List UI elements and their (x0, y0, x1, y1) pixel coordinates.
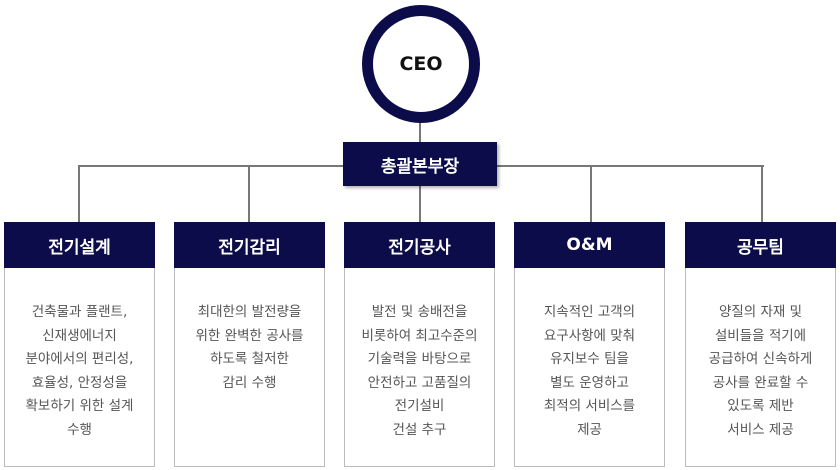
department-admin: 공무팀 양질의 자재 및 설비들을 적기에 공급하여 신속하게 공사를 완료할 … (685, 222, 836, 467)
department-title: 전기설계 (4, 222, 155, 268)
connector-drop (761, 165, 763, 223)
department-title: 공무팀 (685, 222, 836, 268)
department-description: 최대한의 발전량을 위한 완벽한 공사를 하도록 철저한 감리 수행 (195, 304, 304, 391)
connector-ceo-gm (419, 110, 421, 142)
ceo-node: CEO (362, 5, 480, 123)
department-construction: 전기공사 발전 및 송배전을 비롯하여 최고수준의 기술력을 바탕으로 안전하고… (344, 222, 495, 467)
connector-drop (78, 165, 80, 223)
department-title: 전기공사 (344, 222, 495, 268)
department-supervision: 전기감리 최대한의 발전량을 위한 완벽한 공사를 하도록 철저한 감리 수행 (174, 222, 325, 467)
department-description: 발전 및 송배전을 비롯하여 최고수준의 기술력을 바탕으로 안전하고 고품질의… (361, 304, 478, 438)
department-title: O&M (514, 222, 665, 268)
department-title: 전기감리 (174, 222, 325, 268)
connector-drop (248, 165, 250, 223)
connector-drop (590, 165, 592, 223)
department-description: 지속적인 고객의 요구사항에 맞춰 유지보수 팀을 별도 운영하고 최적의 서비… (543, 304, 636, 438)
department-description: 건축물과 플랜트, 신재생에너지 분야에서의 편리성, 효율성, 안정성을 확보… (25, 304, 134, 438)
department-om: O&M 지속적인 고객의 요구사항에 맞춰 유지보수 팀을 별도 운영하고 최적… (514, 222, 665, 467)
department-design: 전기설계 건축물과 플랜트, 신재생에너지 분야에서의 편리성, 효율성, 안정… (4, 222, 155, 467)
connector-drop (419, 165, 421, 223)
department-description: 양질의 자재 및 설비들을 적기에 공급하여 신속하게 공사를 완료할 수 있도… (708, 304, 813, 438)
general-manager-node: 총괄본부장 (343, 142, 497, 186)
